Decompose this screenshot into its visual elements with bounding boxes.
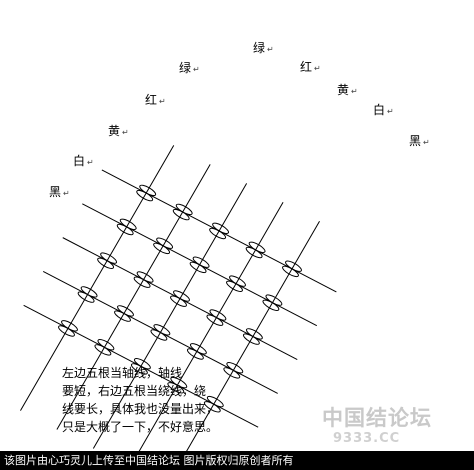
- return-arrow-icon: ↵: [267, 45, 274, 54]
- return-arrow-icon: ↵: [387, 107, 394, 116]
- caption-line-1: 左边五根当轴线，轴线: [62, 366, 183, 380]
- knot-3-4: [206, 309, 227, 326]
- knot-loop: [80, 286, 98, 298]
- return-arrow-icon: ↵: [63, 189, 70, 198]
- return-arrow-icon: ↵: [159, 97, 166, 106]
- watermark-logo: 中国结论坛: [322, 405, 432, 430]
- right-color-label-5: 黑: [409, 134, 421, 148]
- knot-2-4: [226, 275, 246, 292]
- knot-5-3: [130, 358, 151, 375]
- left-color-label-1: 黑: [49, 185, 61, 199]
- right-color-label-1: 绿: [253, 40, 265, 55]
- knot-4-1: [77, 286, 98, 303]
- caption-line-3: 线要长，具体我也没量出来，: [62, 402, 219, 416]
- left-color-label-2: 白: [73, 153, 85, 168]
- knot-loop: [139, 184, 157, 197]
- wrap-line-4: [138, 202, 284, 451]
- knot-loop: [192, 256, 210, 268]
- knot-loop: [136, 271, 154, 283]
- knot-4-3: [150, 324, 171, 341]
- knot-loop: [100, 252, 118, 264]
- knot-1-1: [136, 184, 157, 202]
- knot-loop: [175, 203, 193, 216]
- knot-loop: [229, 275, 246, 287]
- left-color-label-5: 绿: [179, 60, 191, 75]
- knot-2-3: [189, 256, 210, 274]
- knot-3-1: [97, 252, 118, 269]
- wrap-line-5: [186, 220, 320, 451]
- return-arrow-icon: ↵: [87, 158, 94, 167]
- knot-1-2: [172, 203, 193, 221]
- knot-loop: [170, 376, 188, 389]
- knot-loop: [206, 395, 224, 408]
- return-arrow-icon: ↵: [193, 65, 200, 74]
- knot-5-5: [203, 395, 224, 413]
- right-color-label-3: 黄: [337, 83, 349, 97]
- knot-loop: [173, 290, 190, 302]
- knot-5-4: [167, 376, 188, 394]
- knot-loop: [265, 294, 283, 306]
- knot-loop: [248, 241, 266, 253]
- wrap-line-3: [92, 183, 248, 449]
- knot-loop: [117, 305, 134, 317]
- knot-1-5: [282, 260, 302, 278]
- knot-loop: [189, 343, 207, 355]
- knot-loop: [285, 260, 302, 272]
- knot-weaving-diagram: 黑↵白↵黄↵红↵绿↵绿↵红↵黄↵白↵黑↵: [20, 40, 430, 451]
- knot-1-3: [209, 222, 230, 240]
- knot-1-4: [245, 241, 266, 259]
- knot-2-2: [153, 237, 174, 255]
- left-color-label-4: 红: [145, 92, 157, 107]
- knot-loop: [156, 237, 174, 249]
- caption-line-2: 要短，右边五根当绕线，绕: [62, 384, 207, 398]
- knot-loop: [153, 324, 171, 336]
- right-color-label-2: 红: [300, 59, 312, 74]
- knot-4-2: [114, 305, 134, 322]
- instruction-caption: 左边五根当轴线，轴线 要短，右边五根当绕线，绕 线要长，具体我也没量出来， 只是…: [62, 364, 222, 436]
- return-arrow-icon: ↵: [122, 128, 129, 137]
- knot-5-2: [94, 339, 115, 356]
- knot-4-4: [186, 343, 207, 360]
- knot-loop: [61, 320, 78, 332]
- return-arrow-icon: ↵: [351, 87, 358, 96]
- knot-5-1: [58, 320, 78, 337]
- knot-2-5: [262, 294, 283, 311]
- knot-3-3: [170, 290, 190, 307]
- knot-loop: [97, 339, 115, 351]
- caption-line-4: 只是大概了一下，不好意思。: [62, 420, 219, 434]
- knot-loop: [209, 309, 227, 321]
- knot-loop: [119, 218, 137, 230]
- wrap-line-1: [20, 145, 175, 411]
- knot-loop: [212, 222, 230, 234]
- knot-2-1: [116, 218, 137, 236]
- knot-3-2: [133, 271, 154, 288]
- return-arrow-icon: ↵: [314, 64, 321, 73]
- wrap-line-2: [56, 164, 211, 430]
- knot-4-5: [223, 362, 244, 379]
- left-color-label-3: 黄: [108, 124, 120, 138]
- right-color-label-4: 白: [373, 102, 385, 117]
- watermark-url: 9333.CC: [333, 431, 401, 446]
- footer-credit: 该图片由心巧灵儿上传至中国结论坛 图片版权归原创者所有: [0, 451, 474, 470]
- knot-3-5: [242, 328, 263, 345]
- knot-loop: [245, 328, 263, 340]
- knot-loop: [133, 358, 151, 370]
- knot-loop: [226, 362, 244, 374]
- return-arrow-icon: ↵: [423, 138, 430, 147]
